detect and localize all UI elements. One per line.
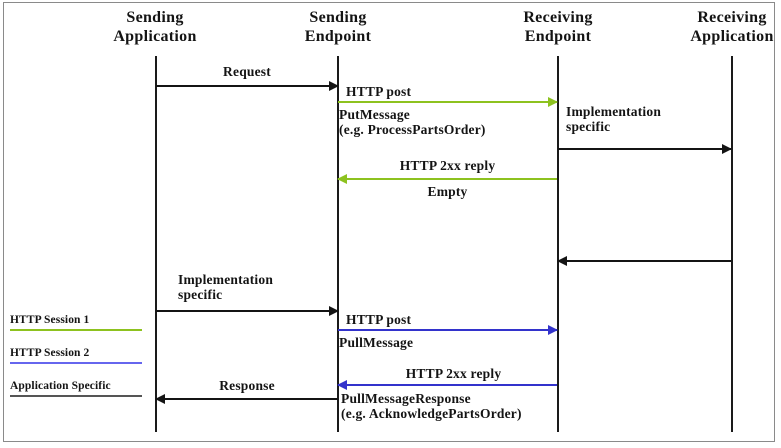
message-label-implementation-specific-poll: Implementation specific: [178, 272, 274, 302]
legend-swatch-http-session-2: [10, 362, 142, 364]
message-label-http-2xx-reply-empty-below: Empty: [427, 184, 468, 199]
message-label-request: Request: [223, 64, 271, 79]
lifeline-header-receiving-application: Receiving Application: [690, 9, 774, 45]
legend-item-http-session-2: HTTP Session 2: [10, 347, 142, 364]
legend-label-application-specific: Application Specific: [10, 380, 111, 392]
legend-label-http-session-2: HTTP Session 2: [10, 347, 90, 359]
legend-swatch-application-specific: [10, 395, 142, 397]
lifeline-receiving-endpoint: [557, 56, 559, 432]
legend-item-http-session-1: HTTP Session 1: [10, 314, 142, 331]
message-label-http-2xx-reply-pullmessageresponse-above: HTTP 2xx reply: [405, 366, 502, 381]
lifeline-receiving-application: [731, 56, 733, 432]
message-label-http-2xx-reply-pullmessageresponse-below: PullMessageResponse (e.g. AcknowledgePar…: [341, 391, 522, 421]
message-label-http-post-pullmessage-above: HTTP post: [346, 312, 412, 327]
message-label-http-post-putmessage-below: PutMessage (e.g. ProcessPartsOrder): [339, 107, 486, 137]
lifeline-header-receiving-endpoint: Receiving Endpoint: [523, 9, 593, 45]
message-label-implementation-specific-inbound: Implementation specific: [566, 104, 662, 134]
legend-label-http-session-1: HTTP Session 1: [10, 314, 90, 326]
lifeline-header-sending-endpoint: Sending Endpoint: [304, 9, 372, 45]
lifeline-sending-application: [155, 56, 157, 432]
message-label-response: Response: [219, 378, 275, 393]
lifeline-header-sending-application: Sending Application: [113, 9, 197, 45]
lifeline-sending-endpoint: [337, 56, 339, 432]
message-label-http-post-pullmessage-below: PullMessage: [339, 335, 414, 350]
diagram-frame: [3, 2, 775, 442]
legend-item-application-specific: Application Specific: [10, 380, 142, 397]
message-label-http-2xx-reply-empty-above: HTTP 2xx reply: [399, 158, 496, 173]
message-label-http-post-putmessage-above: HTTP post: [346, 84, 412, 99]
legend-swatch-http-session-1: [10, 329, 142, 331]
